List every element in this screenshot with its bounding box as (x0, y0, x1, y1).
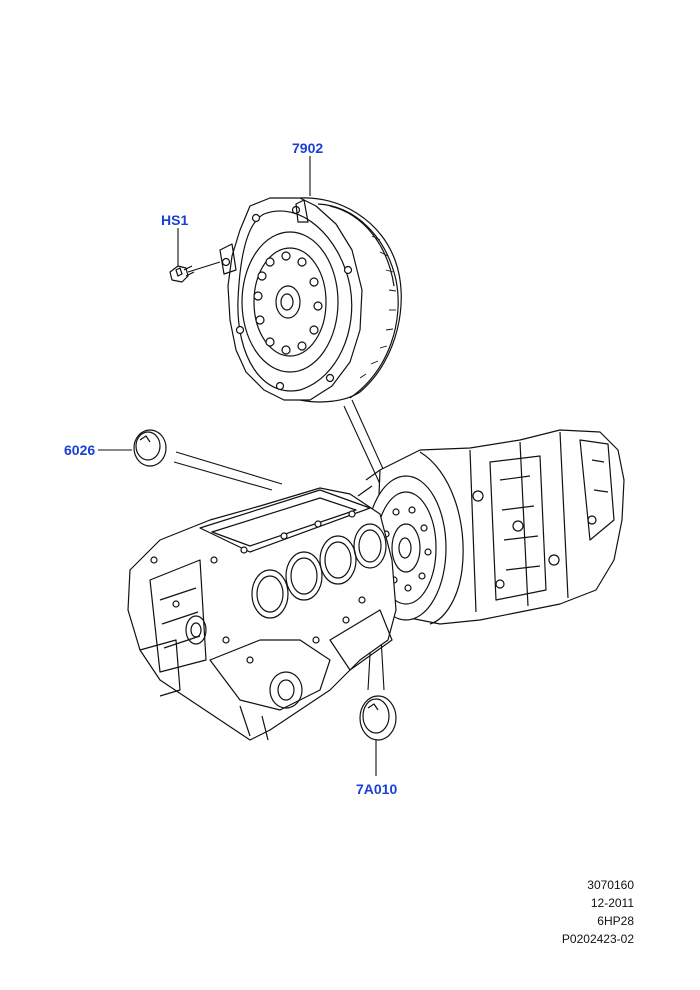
callout-torque-converter[interactable]: 7902 (292, 140, 324, 156)
torque-converter-part (219, 197, 402, 403)
reference-block: 3070160 12-2011 6HP28 P0202423-02 (562, 876, 634, 948)
callout-access-plug[interactable]: 7A010 (356, 781, 398, 797)
engine-block-part (127, 487, 397, 741)
reference-transmission: 6HP28 (597, 914, 634, 928)
reference-date: 12-2011 (590, 896, 634, 910)
callout-cover-plug[interactable]: 6026 (64, 442, 96, 458)
reference-illustration-id: P0202423-02 (561, 932, 634, 946)
bolt-part (169, 265, 195, 283)
cover-plug-part (133, 429, 167, 467)
reference-number: 3070160 (587, 878, 634, 892)
callout-bolt[interactable]: HS1 (161, 212, 189, 228)
